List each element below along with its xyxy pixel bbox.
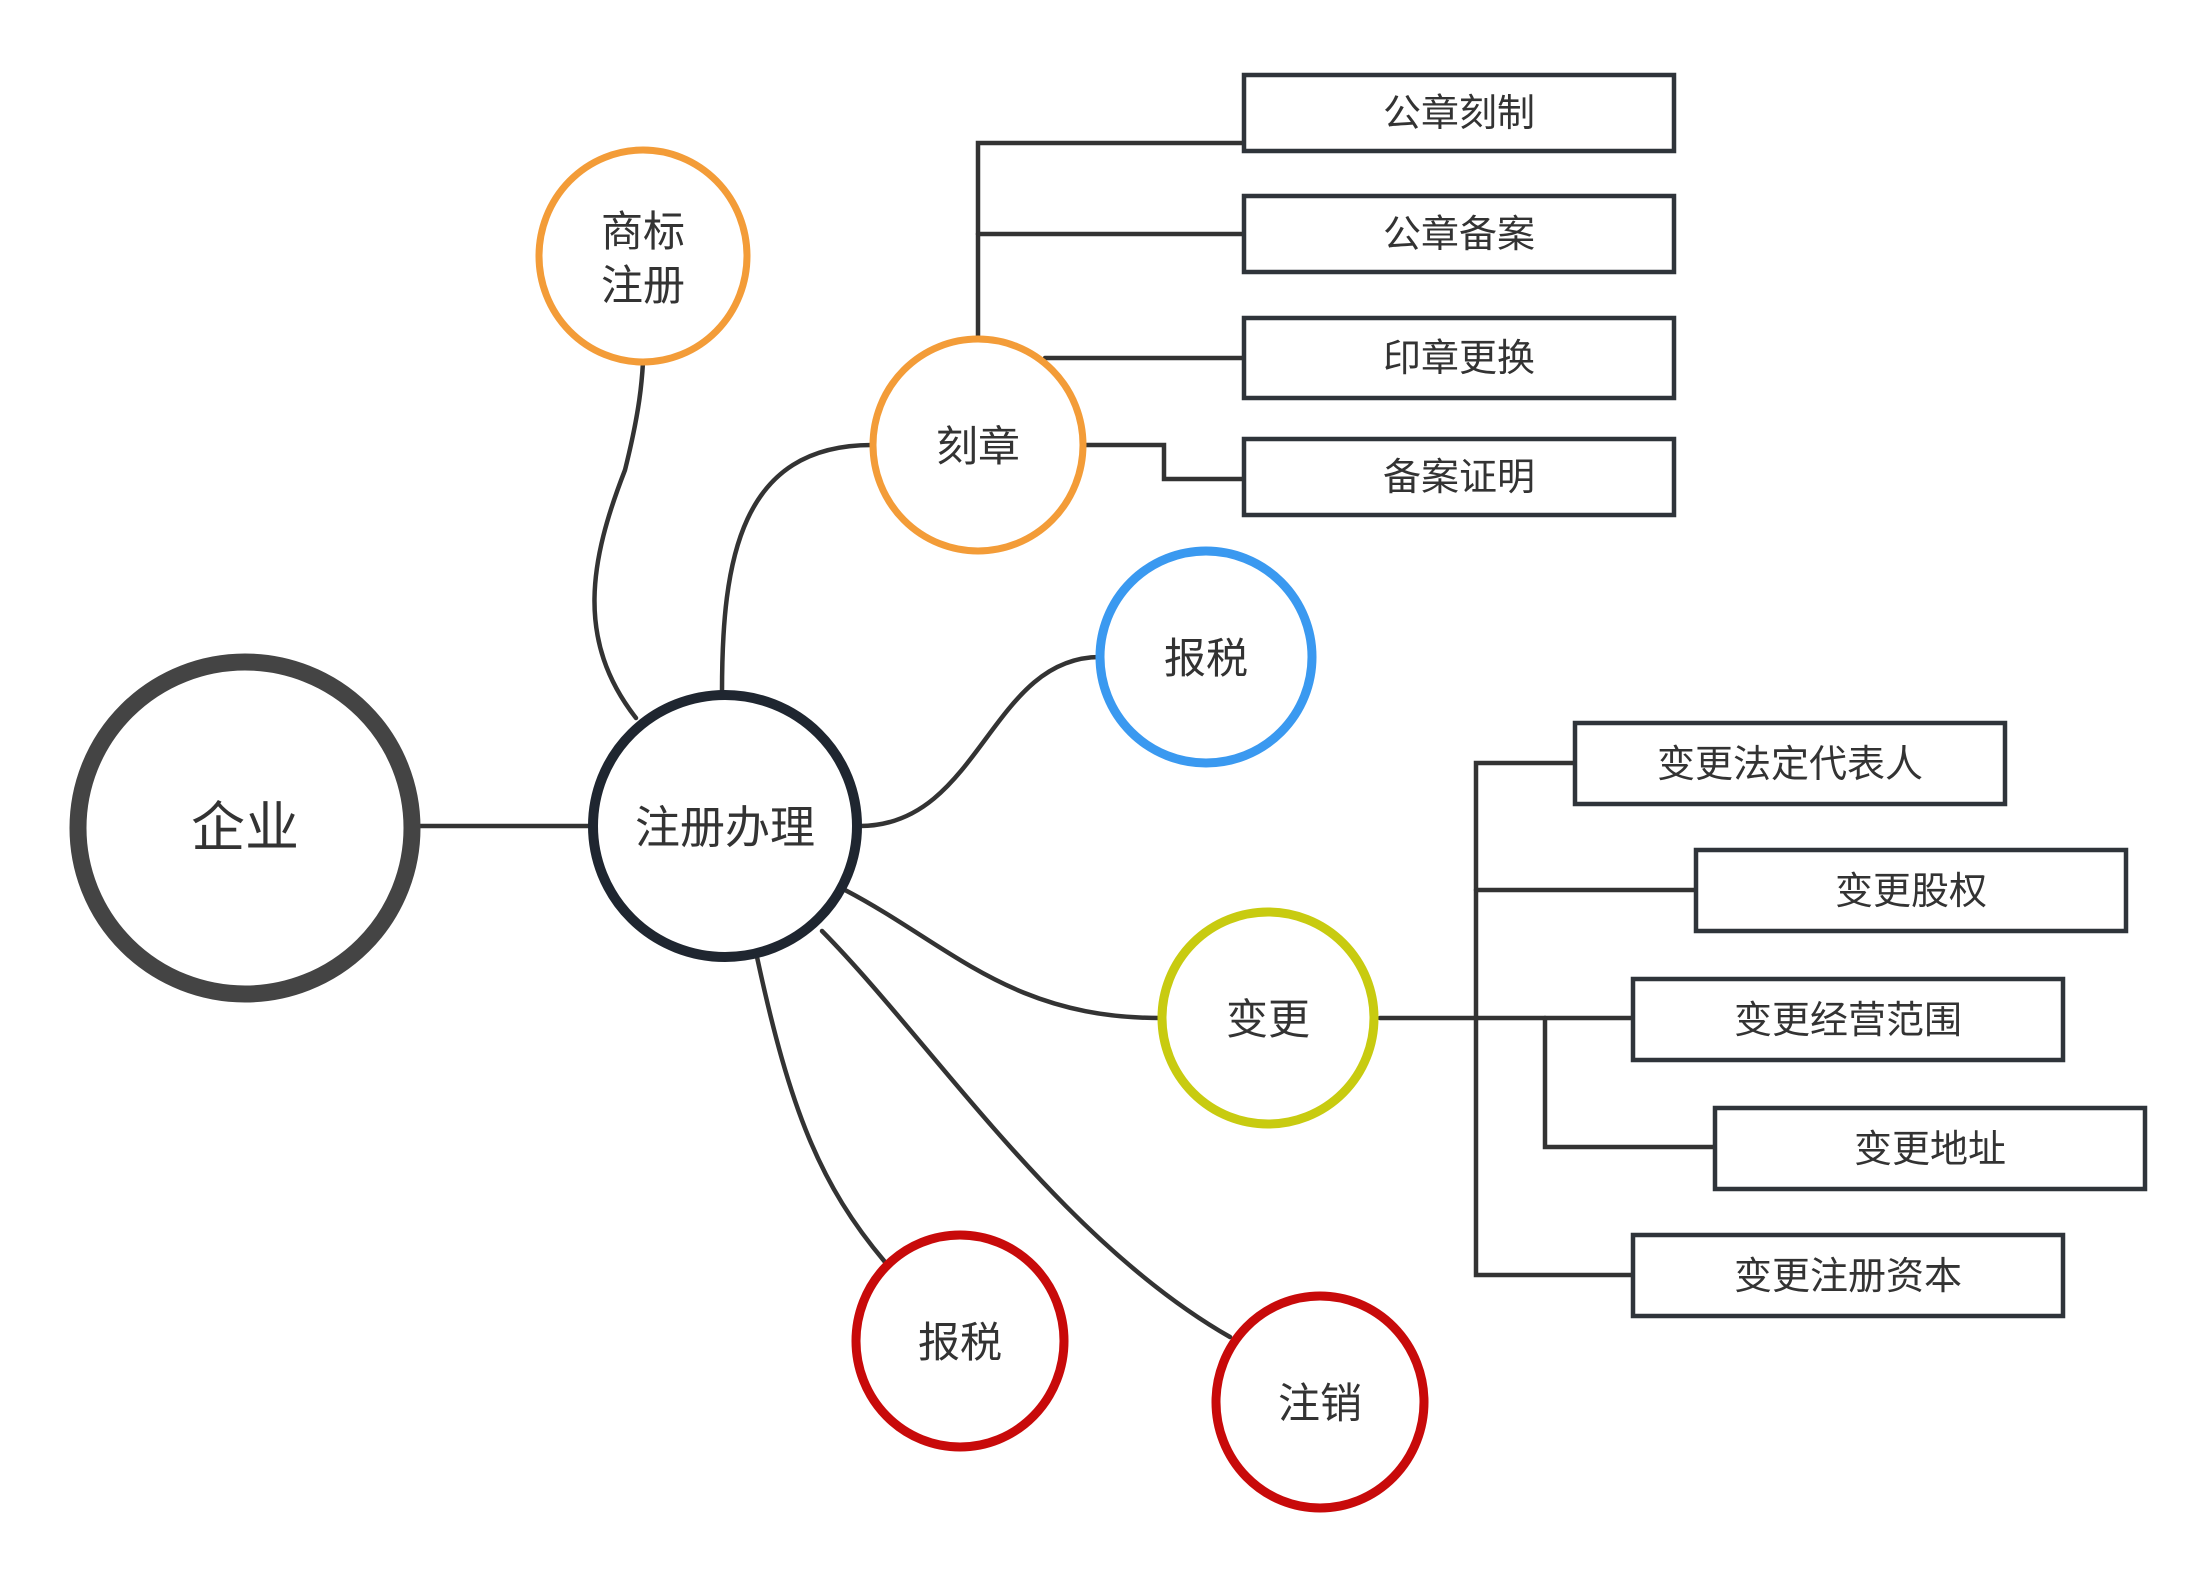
node-tax-red[interactable]: 报税	[851, 1230, 1069, 1452]
leaf-change-equity[interactable]: 变更股权	[1693, 847, 2129, 934]
leaf-change-scope[interactable]: 变更经营范围	[1630, 976, 2066, 1063]
seal-label: 刻章	[936, 422, 1020, 471]
connector-center-change	[842, 887, 1163, 1021]
cancel-label: 注销	[1278, 1379, 1362, 1428]
leaf-change-legal-rep-label: 变更法定代表人	[1657, 742, 1923, 786]
leaf-stamp-make[interactable]: 公章刻制	[1241, 72, 1677, 154]
tax-red-label: 报税	[918, 1318, 1002, 1367]
connector-seal-stamp-make	[975, 140, 1247, 341]
leaf-change-capital[interactable]: 变更注册资本	[1630, 1232, 2066, 1319]
connector-center-cancel	[819, 928, 1233, 1340]
leaf-stamp-replace[interactable]: 印章更换	[1241, 315, 1677, 401]
connector-change-capital	[1473, 1015, 1636, 1278]
node-root[interactable]: 企业	[69, 653, 421, 1003]
center-label: 注册办理	[635, 801, 815, 854]
change-label: 变更	[1226, 995, 1310, 1044]
leaf-change-capital-label: 变更注册资本	[1734, 1254, 1962, 1298]
leaf-stamp-record-label: 公章备案	[1383, 212, 1535, 256]
trademark-label-line1: 商标	[601, 207, 685, 256]
node-cancel[interactable]: 注销	[1211, 1291, 1429, 1513]
connector-center-seal	[719, 442, 875, 695]
node-seal[interactable]: 刻章	[869, 335, 1087, 555]
tax-blue-label: 报税	[1164, 634, 1248, 683]
node-tax-blue[interactable]: 报税	[1095, 546, 1317, 768]
connector-seal-record-cert	[1082, 442, 1247, 482]
connector-center-tax-blue	[857, 654, 1103, 829]
leaf-stamp-make-label: 公章刻制	[1383, 91, 1535, 135]
connector-center-trademark	[592, 359, 646, 721]
connector-change-address	[1542, 1015, 1718, 1150]
leaf-change-address-label: 变更地址	[1854, 1127, 2006, 1171]
leaf-change-legal-rep[interactable]: 变更法定代表人	[1572, 720, 2008, 807]
trademark-label-line2: 注册	[601, 261, 685, 310]
leaf-change-address[interactable]: 变更地址	[1712, 1105, 2148, 1192]
connector-change-legal-rep	[1473, 760, 1578, 1021]
leaf-record-cert-label: 备案证明	[1383, 455, 1535, 499]
root-label: 企业	[191, 796, 299, 859]
leaf-change-equity-label: 变更股权	[1835, 869, 1987, 913]
node-center[interactable]: 注册办理	[588, 690, 862, 962]
connector-center-tax-red	[754, 954, 888, 1265]
node-change[interactable]: 变更	[1157, 907, 1379, 1129]
leaf-stamp-record[interactable]: 公章备案	[1241, 193, 1677, 275]
leaf-change-scope-label: 变更经营范围	[1734, 998, 1962, 1042]
leaf-stamp-replace-label: 印章更换	[1383, 336, 1535, 380]
leaf-record-cert[interactable]: 备案证明	[1241, 436, 1677, 518]
node-trademark[interactable]: 商标 注册	[535, 146, 751, 366]
